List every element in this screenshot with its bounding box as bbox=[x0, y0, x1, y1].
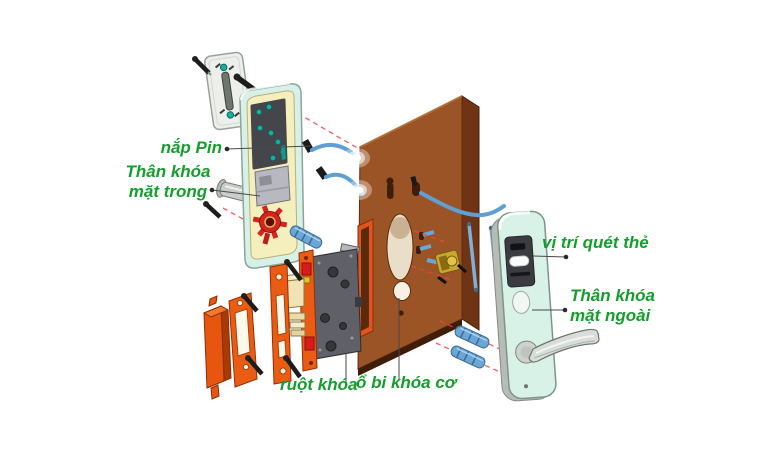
label-line2: mặt ngoài bbox=[570, 306, 651, 325]
label-line1: Thân khóa bbox=[125, 162, 211, 181]
cylinder-cover-oval bbox=[512, 290, 531, 314]
thumbturn bbox=[252, 205, 288, 245]
label-lock-mortise: ruột khóa bbox=[280, 375, 358, 394]
strike-screws bbox=[241, 259, 303, 379]
label-line2: mặt trong bbox=[128, 182, 208, 201]
lock-faceplate bbox=[269, 263, 292, 385]
glow-flash bbox=[342, 148, 372, 200]
label-battery-cover: nắp Pin bbox=[160, 138, 222, 157]
leader-dots bbox=[209, 146, 569, 313]
motor-block bbox=[254, 165, 291, 207]
label-line1: Thân khóa bbox=[570, 286, 656, 305]
deadbolt bbox=[288, 312, 306, 337]
mortise-lock bbox=[282, 248, 362, 372]
label-outer-lock-body: Thân khóa mặt ngoài bbox=[570, 286, 666, 326]
label-card-swipe-position: vị trí quét thẻ bbox=[542, 233, 649, 252]
interior-lock-body bbox=[239, 81, 305, 269]
spindle-posts bbox=[450, 325, 490, 369]
strike-box bbox=[202, 295, 232, 400]
label-inner-lock-body: Thân khóa mặt trong bbox=[118, 162, 218, 202]
leader-lines bbox=[211, 145, 567, 311]
exterior-handle bbox=[528, 328, 600, 363]
card-reader bbox=[504, 235, 536, 288]
spindle bbox=[289, 225, 323, 249]
key-cylinder-brass bbox=[426, 249, 467, 285]
label-mechanical-cylinder: ổ bi khóa cơ bbox=[356, 373, 457, 392]
battery-cover bbox=[250, 98, 288, 170]
door-panel bbox=[357, 95, 480, 376]
